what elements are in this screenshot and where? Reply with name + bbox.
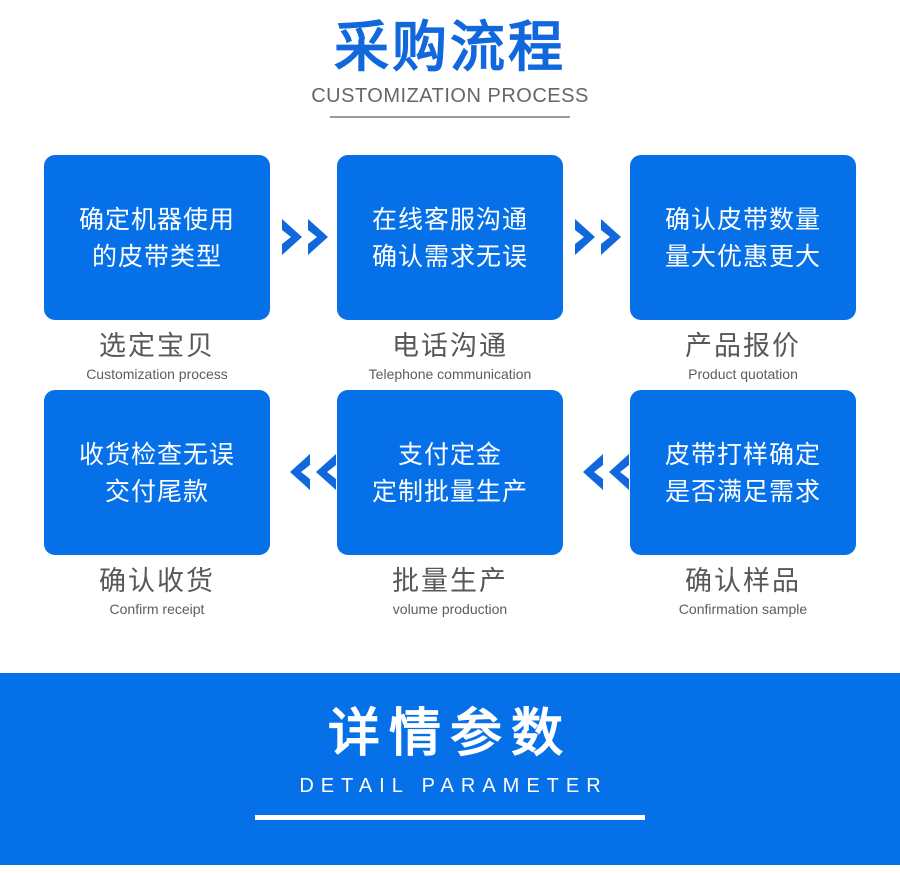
process-step-1-box[interactable]: 确定机器使用 的皮带类型	[44, 155, 270, 320]
process-step-1[interactable]: 确定机器使用 的皮带类型 选定宝贝 Customization process	[44, 155, 270, 390]
header-divider	[330, 116, 570, 118]
process-step-2-box-line1: 在线客服沟通	[371, 204, 528, 234]
process-step-5-label: 批量生产	[392, 566, 508, 597]
process-step-4[interactable]: 皮带打样确定 是否满足需求 确认样品 Confirmation sample	[630, 390, 856, 625]
process-step-1-sublabel: Customization process	[86, 366, 228, 382]
process-step-4-label: 确认样品	[685, 566, 801, 597]
page-title: 采购流程	[333, 15, 566, 79]
process-step-6-label: 确认收货	[99, 566, 215, 597]
process-step-3-box[interactable]: 确认皮带数量 量大优惠更大	[630, 155, 856, 320]
detail-parameter-banner: 详情参数 DETAIL PARAMETER	[0, 673, 900, 865]
process-flow-row-1: 确定机器使用 的皮带类型 选定宝贝 Customization process …	[44, 155, 856, 390]
process-step-2-box-line2: 确认需求无误	[371, 241, 528, 271]
banner-title: 详情参数	[327, 704, 572, 764]
process-step-3-label: 产品报价	[685, 331, 801, 362]
process-step-4-sublabel: Confirmation sample	[678, 601, 808, 617]
process-step-3[interactable]: 确认皮带数量 量大优惠更大 产品报价 Product quotation	[630, 155, 856, 390]
process-step-6-box[interactable]: 收货检查无误 交付尾款	[44, 390, 270, 555]
process-step-6[interactable]: 收货检查无误 交付尾款 确认收货 Confirm receipt	[44, 390, 270, 625]
process-step-2-sublabel: Telephone communication	[368, 366, 532, 382]
banner-divider	[255, 815, 645, 820]
double-chevron-left-icon	[569, 448, 635, 496]
double-chevron-left-icon	[276, 448, 342, 496]
process-step-4-box-line2: 是否满足需求	[664, 476, 821, 506]
process-step-6-sublabel: Confirm receipt	[109, 601, 205, 617]
process-step-2-box[interactable]: 在线客服沟通 确认需求无误	[337, 155, 563, 320]
page-subtitle: CUSTOMIZATION PROCESS	[311, 85, 589, 107]
process-step-4-box-line1: 皮带打样确定	[664, 439, 821, 469]
process-step-3-sublabel: Product quotation	[688, 366, 798, 382]
double-chevron-right-icon	[276, 213, 342, 261]
process-step-5-box-line2: 定制批量生产	[371, 476, 528, 506]
process-step-3-box-line1: 确认皮带数量	[664, 204, 821, 234]
process-step-5-box[interactable]: 支付定金 定制批量生产	[337, 390, 563, 555]
process-step-5-sublabel: volume production	[392, 601, 508, 617]
process-flow: 确定机器使用 的皮带类型 选定宝贝 Customization process …	[44, 155, 856, 625]
process-flow-row-2: 收货检查无误 交付尾款 确认收货 Confirm receipt 支付定金 定制…	[44, 390, 856, 625]
double-chevron-right-icon	[569, 213, 635, 261]
process-step-3-box-line2: 量大优惠更大	[664, 241, 821, 271]
process-step-4-box[interactable]: 皮带打样确定 是否满足需求	[630, 390, 856, 555]
process-step-2-label: 电话沟通	[392, 331, 508, 362]
process-step-1-box-line2: 的皮带类型	[91, 241, 222, 271]
process-step-5-box-line1: 支付定金	[397, 439, 502, 469]
banner-subtitle: DETAIL PARAMETER	[299, 775, 608, 797]
process-step-6-box-line2: 交付尾款	[104, 476, 209, 506]
process-step-5[interactable]: 支付定金 定制批量生产 批量生产 volume production	[337, 390, 563, 625]
process-step-2[interactable]: 在线客服沟通 确认需求无误 电话沟通 Telephone communicati…	[337, 155, 563, 390]
process-step-1-box-line1: 确定机器使用	[78, 204, 235, 234]
header-section: 采购流程 CUSTOMIZATION PROCESS	[0, 0, 900, 140]
process-step-1-label: 选定宝贝	[99, 331, 215, 362]
process-step-6-box-line1: 收货检查无误	[78, 439, 235, 469]
